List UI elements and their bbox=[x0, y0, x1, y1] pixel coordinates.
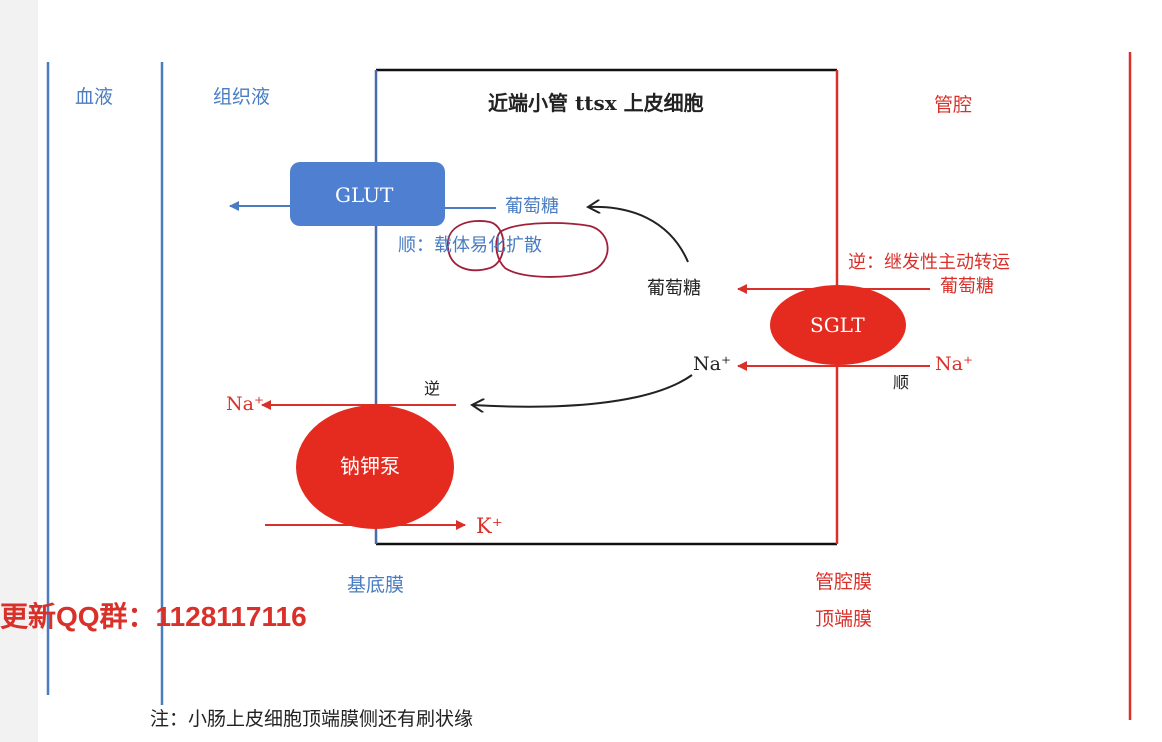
sodium-curve-arrow bbox=[472, 374, 693, 407]
potassium-label: K⁺ bbox=[476, 514, 503, 538]
cell-title: 近端小管 ttsx 上皮细胞 bbox=[488, 91, 704, 115]
glucose-mid-label: 葡萄糖 bbox=[647, 278, 701, 299]
glucose-top-label: 葡萄糖 bbox=[505, 196, 559, 217]
glucose-curve-arrow bbox=[588, 207, 689, 263]
sglt-transporter bbox=[770, 285, 906, 365]
secondary-active-label: 逆：继发性主动转运 bbox=[848, 252, 1010, 273]
blood-label: 血液 bbox=[75, 86, 114, 108]
ink-circle-facilitated bbox=[495, 222, 609, 278]
sglt-label: SGLT bbox=[810, 313, 865, 337]
ink-circle-carrier bbox=[447, 220, 505, 272]
glut-transporter bbox=[290, 162, 445, 226]
sodium-cell-label: Na⁺ bbox=[693, 353, 731, 375]
lumen-label: 管腔 bbox=[934, 94, 973, 116]
qq-group-watermark: 更新QQ群：1128117116 bbox=[0, 601, 307, 632]
glucose-lumen-label: 葡萄糖 bbox=[940, 276, 994, 297]
pump-label: 钠钾泵 bbox=[340, 454, 400, 478]
sodium-blood-label: Na⁺ bbox=[226, 393, 264, 415]
footnote: 注：小肠上皮细胞顶端膜侧还有刷状缘 bbox=[150, 708, 474, 730]
left-margin-strip bbox=[0, 0, 38, 742]
against-gradient-label: 逆 bbox=[424, 379, 441, 398]
lumen-membrane-label: 管腔膜 bbox=[815, 571, 873, 593]
basal-membrane-label: 基底膜 bbox=[347, 574, 405, 596]
glut-label: GLUT bbox=[335, 183, 394, 207]
tissue-fluid-label: 组织液 bbox=[213, 86, 271, 108]
along-gradient-label: 顺 bbox=[893, 373, 910, 392]
facilitated-diffusion-label: 顺：载体易化扩散 bbox=[398, 235, 542, 256]
sodium-lumen-label: Na⁺ bbox=[935, 353, 973, 375]
sodium-potassium-pump bbox=[296, 405, 454, 529]
apical-membrane-label: 顶端膜 bbox=[815, 608, 873, 630]
